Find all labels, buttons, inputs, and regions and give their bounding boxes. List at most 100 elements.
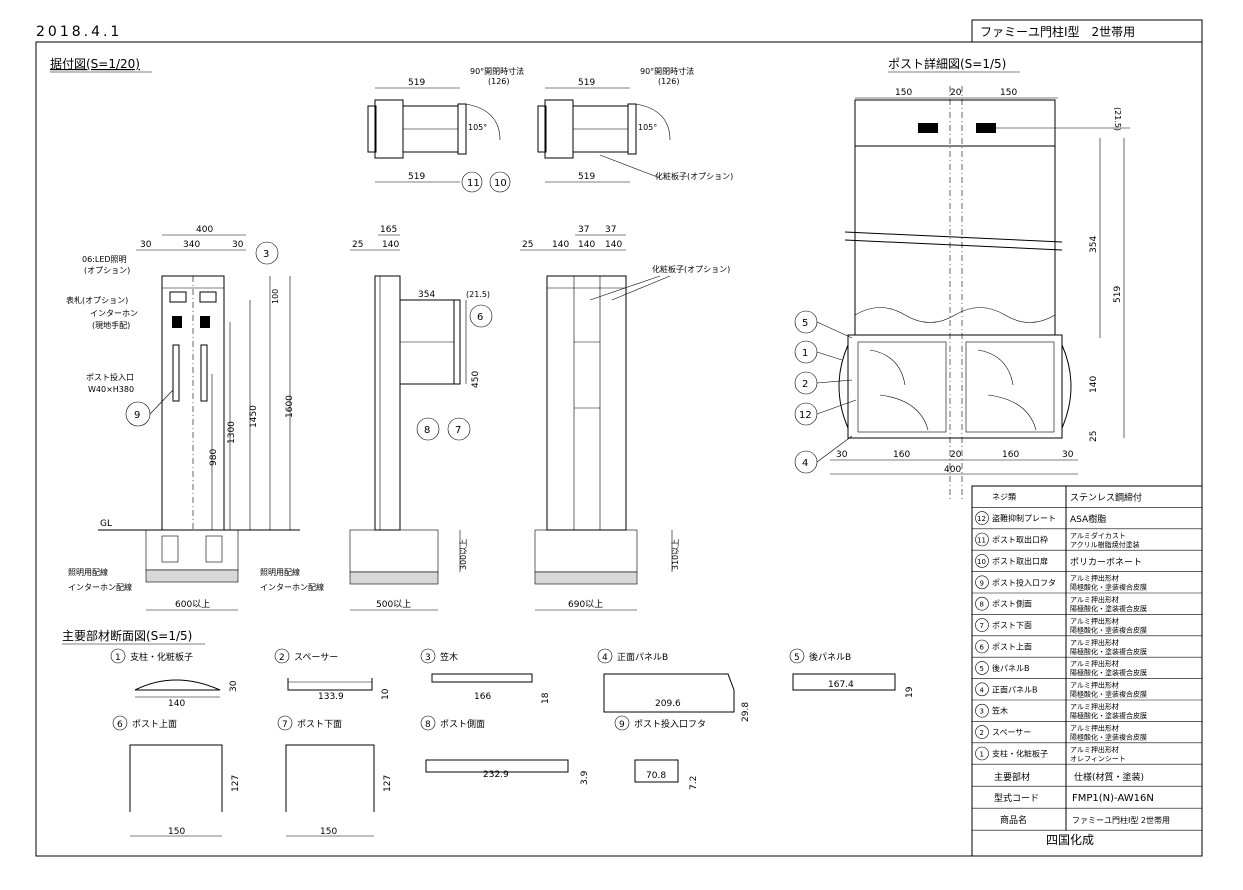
spec-row-part: 正面パネルB	[992, 685, 1038, 694]
svg-text:400: 400	[196, 225, 213, 235]
spec-row-spec-line1: アルミ押出形材	[1070, 723, 1119, 732]
svg-text:30: 30	[1062, 450, 1074, 460]
svg-text:37: 37	[578, 225, 589, 235]
spec-row-number	[975, 746, 989, 761]
spec-row-no: 6	[980, 644, 985, 652]
spec-row-no: 5	[980, 665, 984, 673]
spec-row-part: ネジ類	[992, 492, 1016, 502]
spec-row-no: 10	[977, 558, 986, 566]
svg-text:(126): (126)	[658, 77, 680, 86]
callout-3	[255, 241, 279, 265]
svg-text:519: 519	[408, 78, 425, 88]
svg-text:10: 10	[381, 688, 391, 700]
post-detail-title: ポスト詳細図(S=1/5)	[888, 56, 1006, 71]
spec-row-spec-line1: アルミ押出形材	[1070, 574, 1119, 583]
option-handle-note: 化粧板子(オプション)	[655, 171, 733, 181]
svg-text:3: 3	[263, 249, 269, 260]
svg-text:後パネルB: 後パネルB	[809, 651, 851, 663]
svg-text:7.2: 7.2	[689, 776, 699, 790]
svg-text:25: 25	[352, 240, 363, 250]
spec-row-number	[975, 639, 989, 654]
front-view: 400 30 340 30 3 06:LED照明 (オプション) 表札(オプショ…	[66, 225, 324, 611]
spec-row-no: 9	[980, 579, 984, 587]
svg-text:30: 30	[836, 450, 848, 460]
svg-text:インターホン: インターホン	[90, 309, 138, 318]
svg-text:4: 4	[802, 458, 808, 469]
svg-text:300以上: 300以上	[459, 539, 468, 570]
spec-row-spec-line2: 陽極酸化・塗装複合皮膜	[1070, 690, 1147, 699]
svg-text:400: 400	[944, 465, 961, 475]
svg-text:(オプション): (オプション)	[84, 266, 130, 275]
svg-text:12: 12	[799, 410, 812, 421]
svg-text:450: 450	[471, 371, 481, 388]
svg-text:160: 160	[893, 450, 910, 460]
svg-text:ポスト投入口: ポスト投入口	[86, 372, 134, 382]
svg-text:ポスト上面: ポスト上面	[132, 719, 177, 730]
cross-sections: 1 支柱・化粧板子 140 30 2 スペーサー 133.9 10 3 笠木 1…	[110, 648, 915, 837]
spec-row-spec-line2: 陽極酸化・塗装複合皮膜	[1070, 668, 1147, 677]
svg-text:140: 140	[1089, 376, 1099, 393]
installation-title: 据付図(S=1/20)	[50, 57, 140, 71]
svg-text:150: 150	[168, 827, 185, 837]
spec-header-spec: 仕様(材質・塗装)	[1074, 771, 1144, 783]
svg-text:スペーサー: スペーサー	[294, 652, 338, 663]
drawing-date: 2018.4.1	[36, 24, 122, 40]
spec-row-spec-line2: 陽極酸化・塗装複合皮膜	[1070, 583, 1147, 592]
spec-row-spec: ステンレス鋼締付	[1070, 492, 1142, 504]
spec-row-spec: ASA樹脂	[1070, 513, 1106, 525]
svg-text:インターホン配線: インターホン配線	[68, 582, 132, 592]
svg-text:8: 8	[424, 425, 430, 436]
svg-text:165: 165	[380, 225, 397, 235]
spec-row-part: 支柱・化粧板子	[992, 749, 1048, 759]
product-name-value: ファミーユ門柱I型 2世帯用	[1072, 815, 1170, 825]
maker-logo-text: 四国化成	[1046, 833, 1094, 847]
section-4: 4 正面パネルB 209.6 29.8	[597, 648, 751, 722]
svg-text:8: 8	[425, 720, 431, 730]
side-view: 165 25 140 354 (21.5) 450 6 8 7 300以上 50…	[349, 225, 493, 611]
spec-row-no: 1	[980, 751, 984, 759]
spec-row-no: 3	[980, 708, 984, 716]
svg-text:140: 140	[552, 240, 569, 250]
svg-text:照明用配線: 照明用配線	[68, 567, 108, 577]
svg-text:133.9: 133.9	[318, 692, 344, 702]
spec-row-no: 8	[980, 601, 984, 609]
cross-section-title: 主要部材断面図(S=1/5)	[62, 628, 192, 643]
svg-text:30: 30	[232, 240, 244, 250]
svg-text:19: 19	[905, 686, 915, 698]
spec-row-part: ポスト上面	[992, 643, 1032, 652]
section-7: 7 ポスト下面 150 127	[277, 715, 393, 837]
svg-text:100: 100	[271, 289, 280, 304]
svg-text:90°開閉時寸法: 90°開閉時寸法	[470, 66, 524, 76]
spec-row-part: スペーサー	[992, 728, 1031, 737]
spec-row-no: 2	[980, 729, 984, 737]
svg-text:11: 11	[467, 178, 480, 189]
svg-text:支柱・化粧板子: 支柱・化粧板子	[130, 651, 193, 663]
post-detail-view: 150 20 150 (21.5) 354 519 140 25 5 1	[794, 86, 1130, 500]
section-5: 5 後パネルB 167.4 19	[789, 648, 915, 698]
title-box	[971, 19, 1203, 43]
spec-row-spec: ポリカーボネート	[1070, 557, 1142, 568]
svg-text:9: 9	[134, 410, 140, 421]
svg-text:37: 37	[605, 225, 616, 235]
spec-row-number	[975, 532, 989, 547]
spec-row-spec-line2: オレフィンシート	[1070, 755, 1126, 763]
svg-text:30: 30	[140, 240, 152, 250]
spec-row-part: ポスト下面	[992, 621, 1032, 630]
svg-text:W40×H380: W40×H380	[88, 385, 134, 394]
spec-row-no: 4	[980, 686, 985, 694]
spec-row-number	[975, 703, 989, 718]
svg-text:340: 340	[183, 240, 200, 250]
svg-text:310以上: 310以上	[671, 539, 680, 570]
svg-text:9: 9	[619, 720, 625, 730]
back-view: 37 37 25 140 140 140 化粧板子(オプション) 310以上 6…	[520, 225, 730, 611]
spec-row-part: ポスト取出口扉	[992, 556, 1048, 566]
section-1: 1 支柱・化粧板子 140 30	[110, 648, 239, 709]
callout-7	[447, 417, 471, 441]
spec-row-spec-line1: アルミ押出形材	[1070, 702, 1119, 711]
svg-text:519: 519	[578, 78, 595, 88]
svg-text:06:LED照明: 06:LED照明	[82, 255, 127, 264]
svg-text:ポスト投入口フタ: ポスト投入口フタ	[634, 718, 706, 730]
svg-text:600以上: 600以上	[175, 599, 210, 610]
svg-text:354: 354	[418, 290, 435, 300]
